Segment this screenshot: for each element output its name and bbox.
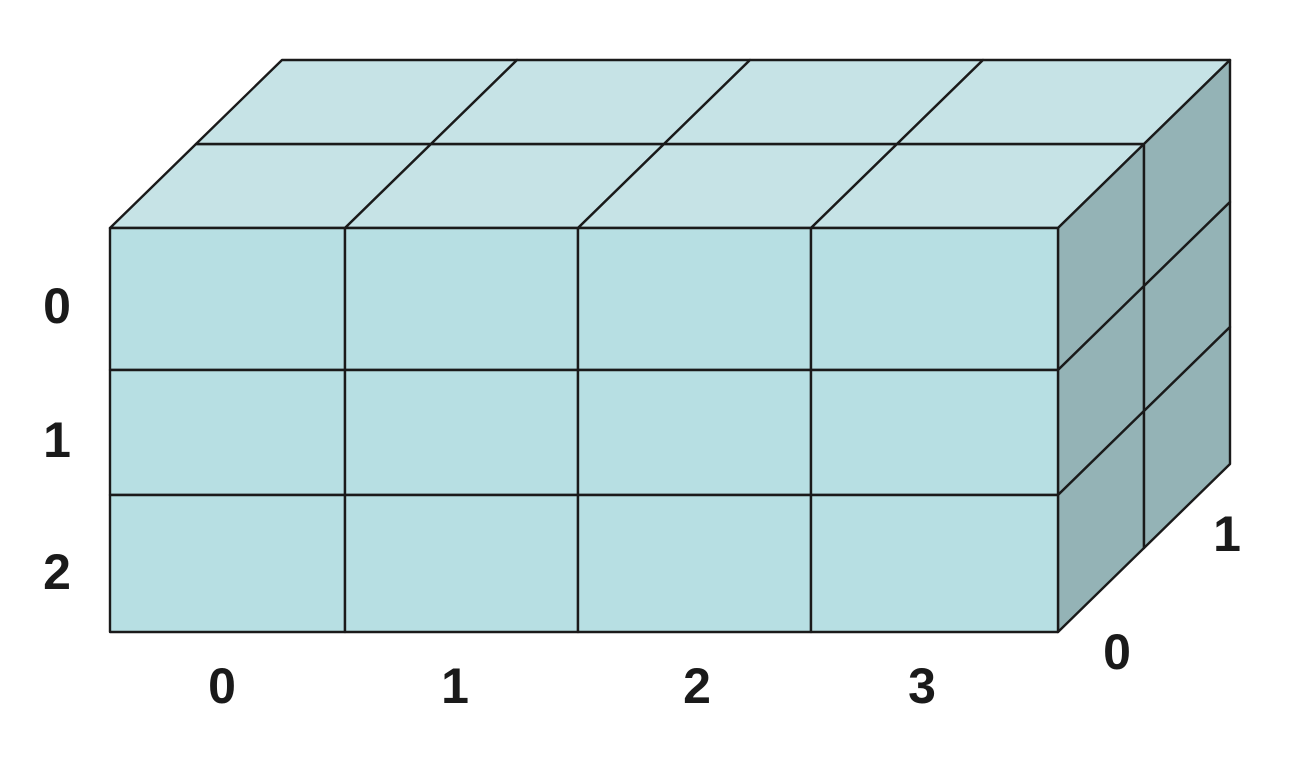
- column-label-2: 2: [683, 658, 711, 714]
- side-faces: [1056, 58, 1232, 634]
- front-cell-r1-c1: [343, 368, 580, 497]
- column-label-0: 0: [208, 658, 236, 714]
- side-cell-r2-d1: [1142, 325, 1232, 550]
- front-cell-r0-c0: [108, 226, 347, 372]
- front-cell-r2-c2: [576, 493, 813, 634]
- front-cell-r2-c0: [108, 493, 347, 634]
- front-cell-r1-c3: [809, 368, 1060, 497]
- front-cell-r0-c3: [809, 226, 1060, 372]
- front-cell-r2-c3: [809, 493, 1060, 634]
- depth-label-1: 1: [1213, 506, 1241, 562]
- depth-label-0: 0: [1103, 624, 1131, 680]
- front-faces: [108, 226, 1060, 634]
- column-label-1: 1: [441, 658, 469, 714]
- front-cell-r2-c1: [343, 493, 580, 634]
- row-label-0: 0: [43, 278, 71, 334]
- row-label-2: 2: [43, 544, 71, 600]
- front-cell-r0-c1: [343, 226, 580, 372]
- row-label-1: 1: [43, 412, 71, 468]
- top-faces: [108, 58, 1232, 230]
- column-label-3: 3: [908, 658, 936, 714]
- front-cell-r0-c2: [576, 226, 813, 372]
- front-cell-r1-c0: [108, 368, 347, 497]
- front-cell-r1-c2: [576, 368, 813, 497]
